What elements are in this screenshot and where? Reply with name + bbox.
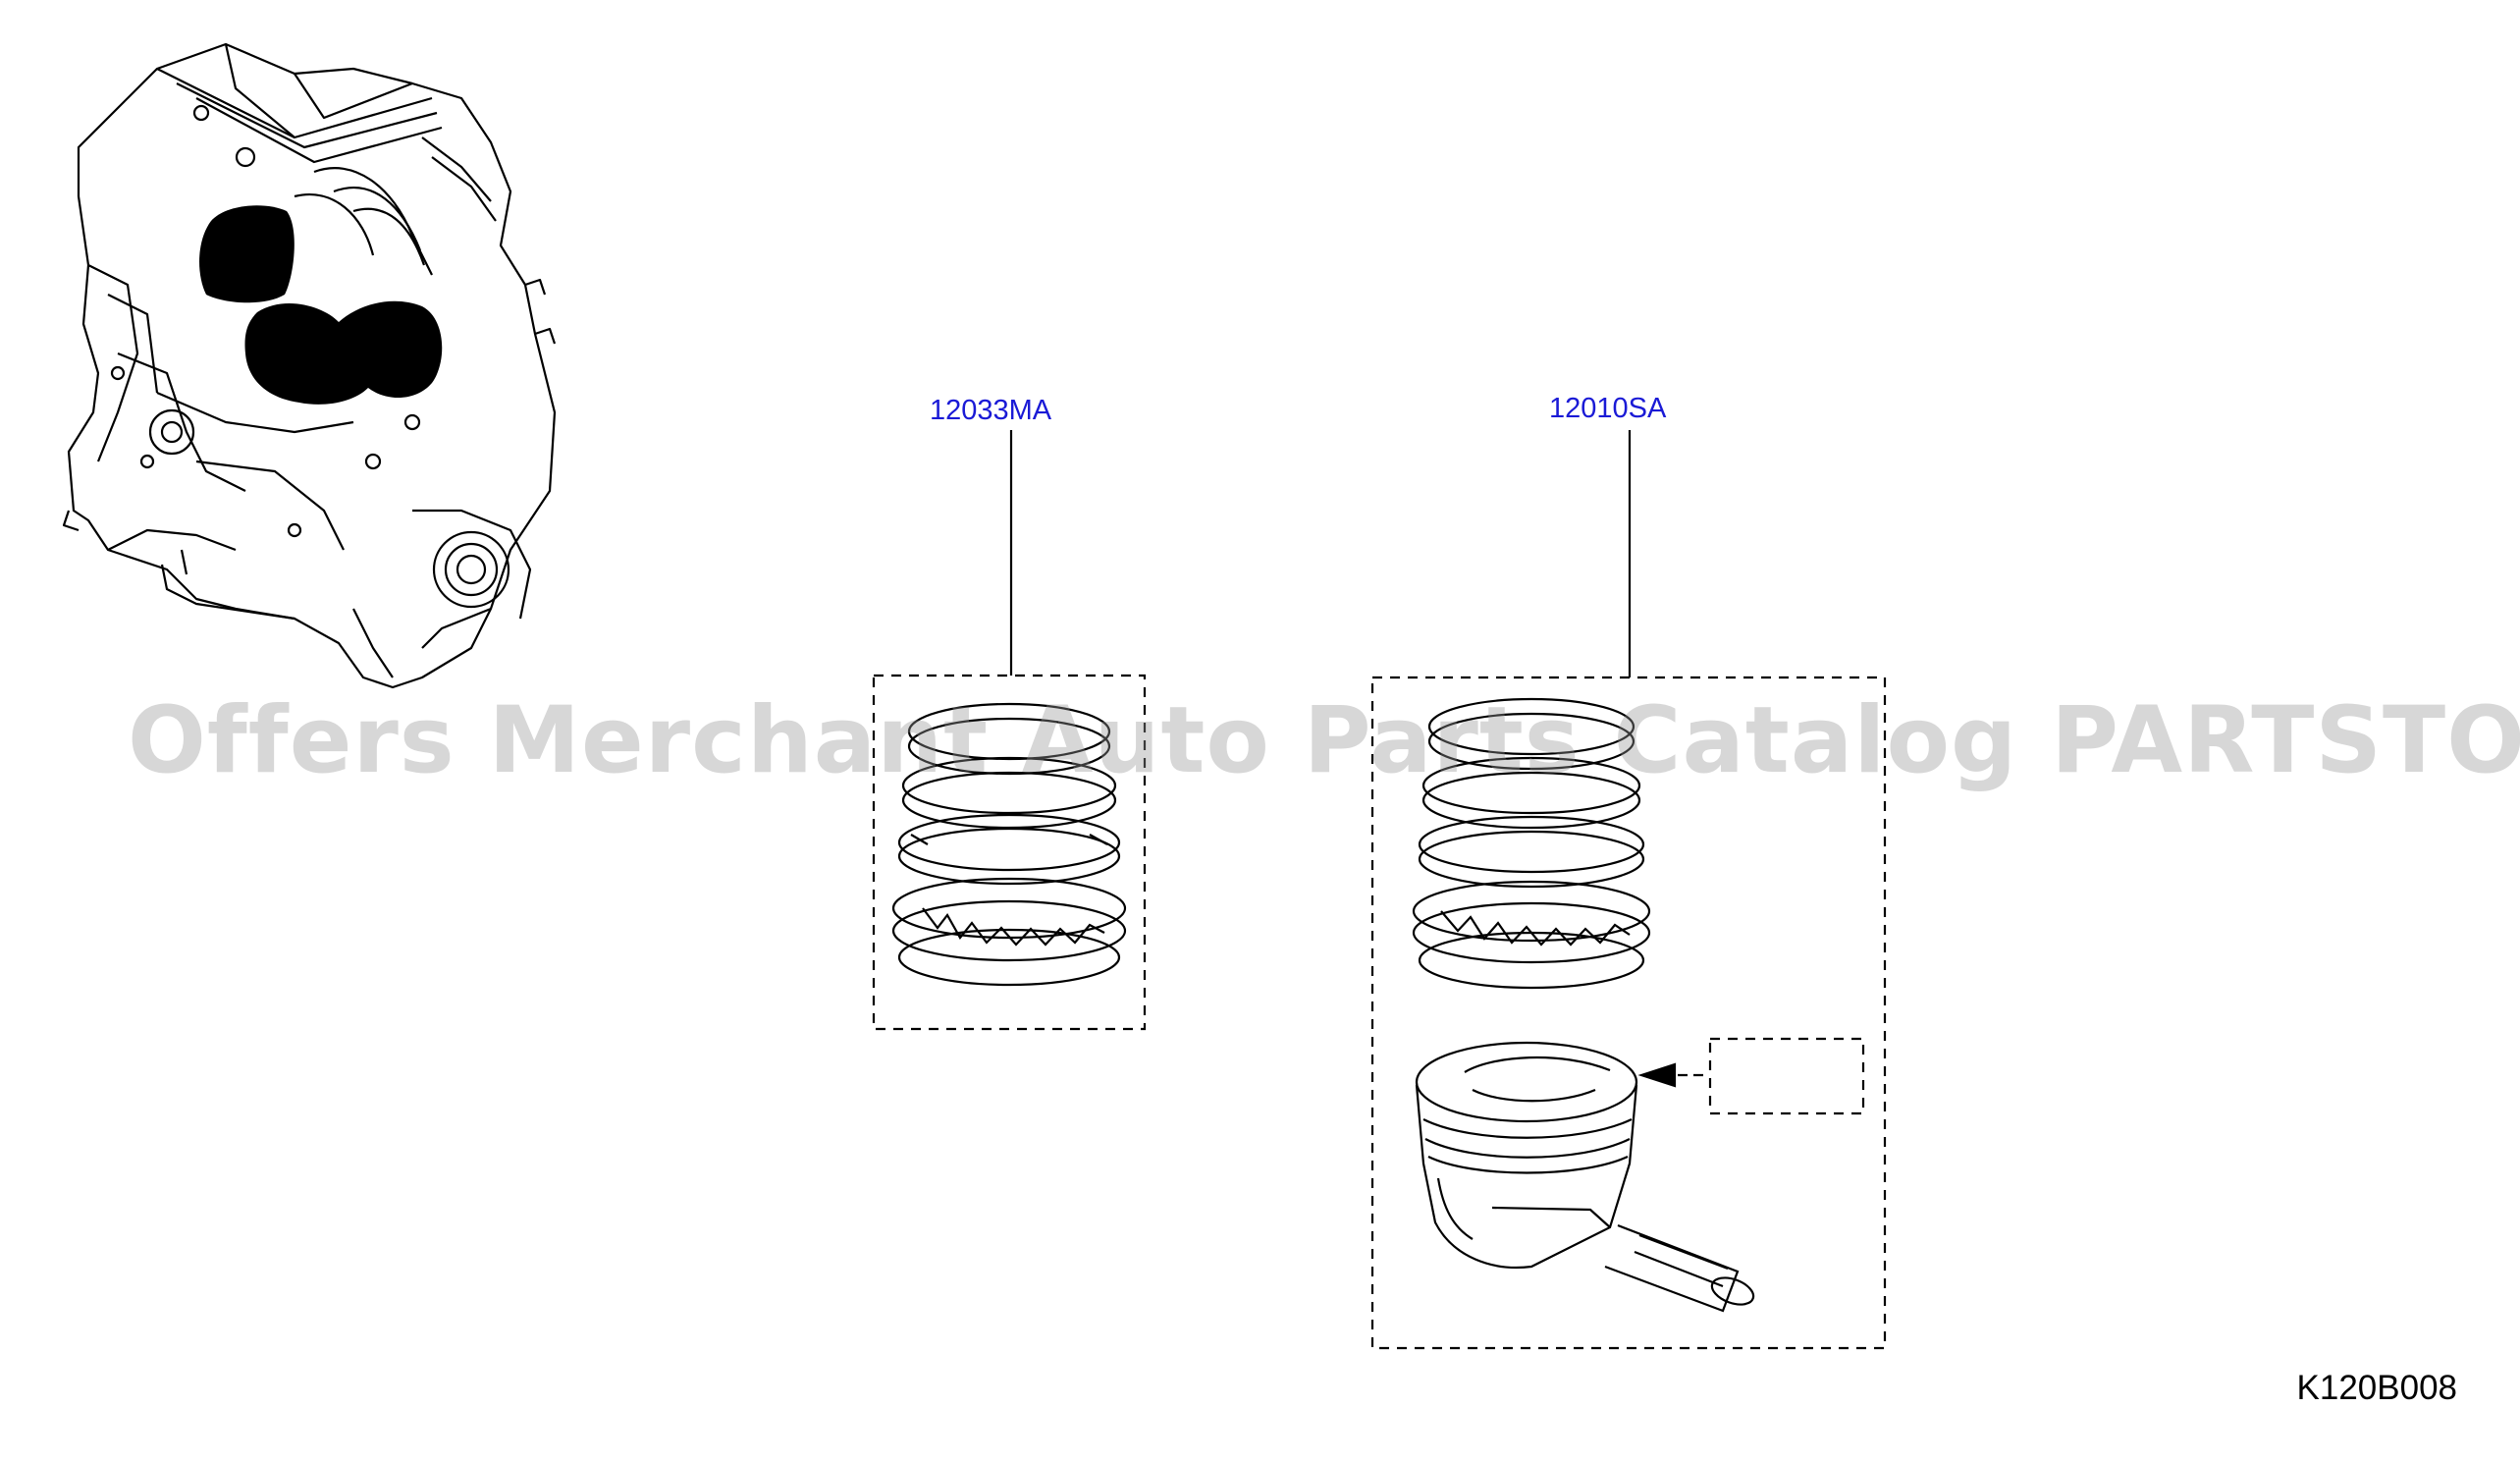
piston-pin-set-group-box — [1370, 676, 1887, 1350]
engine-masked-area — [199, 205, 443, 405]
engine-assembly-illustration — [62, 42, 557, 689]
watermark-text: Offers Merchant Auto Parts Catalog PARTS… — [128, 687, 2520, 794]
callout-part-12010SA[interactable]: 12010SA — [1549, 393, 1667, 424]
figure-code: K120B008 — [2296, 1369, 2457, 1407]
piston-ring-set-group-box — [872, 674, 1147, 1031]
grade-label-arrow — [1637, 1062, 1703, 1088]
piston-illustration — [1415, 1041, 1755, 1313]
piston-rings-illustration — [1412, 697, 1651, 990]
grade-label-box — [1708, 1037, 1865, 1115]
callout-part-12033MA[interactable]: 12033MA — [930, 395, 1052, 426]
piston-ring-set-illustration — [891, 702, 1127, 987]
